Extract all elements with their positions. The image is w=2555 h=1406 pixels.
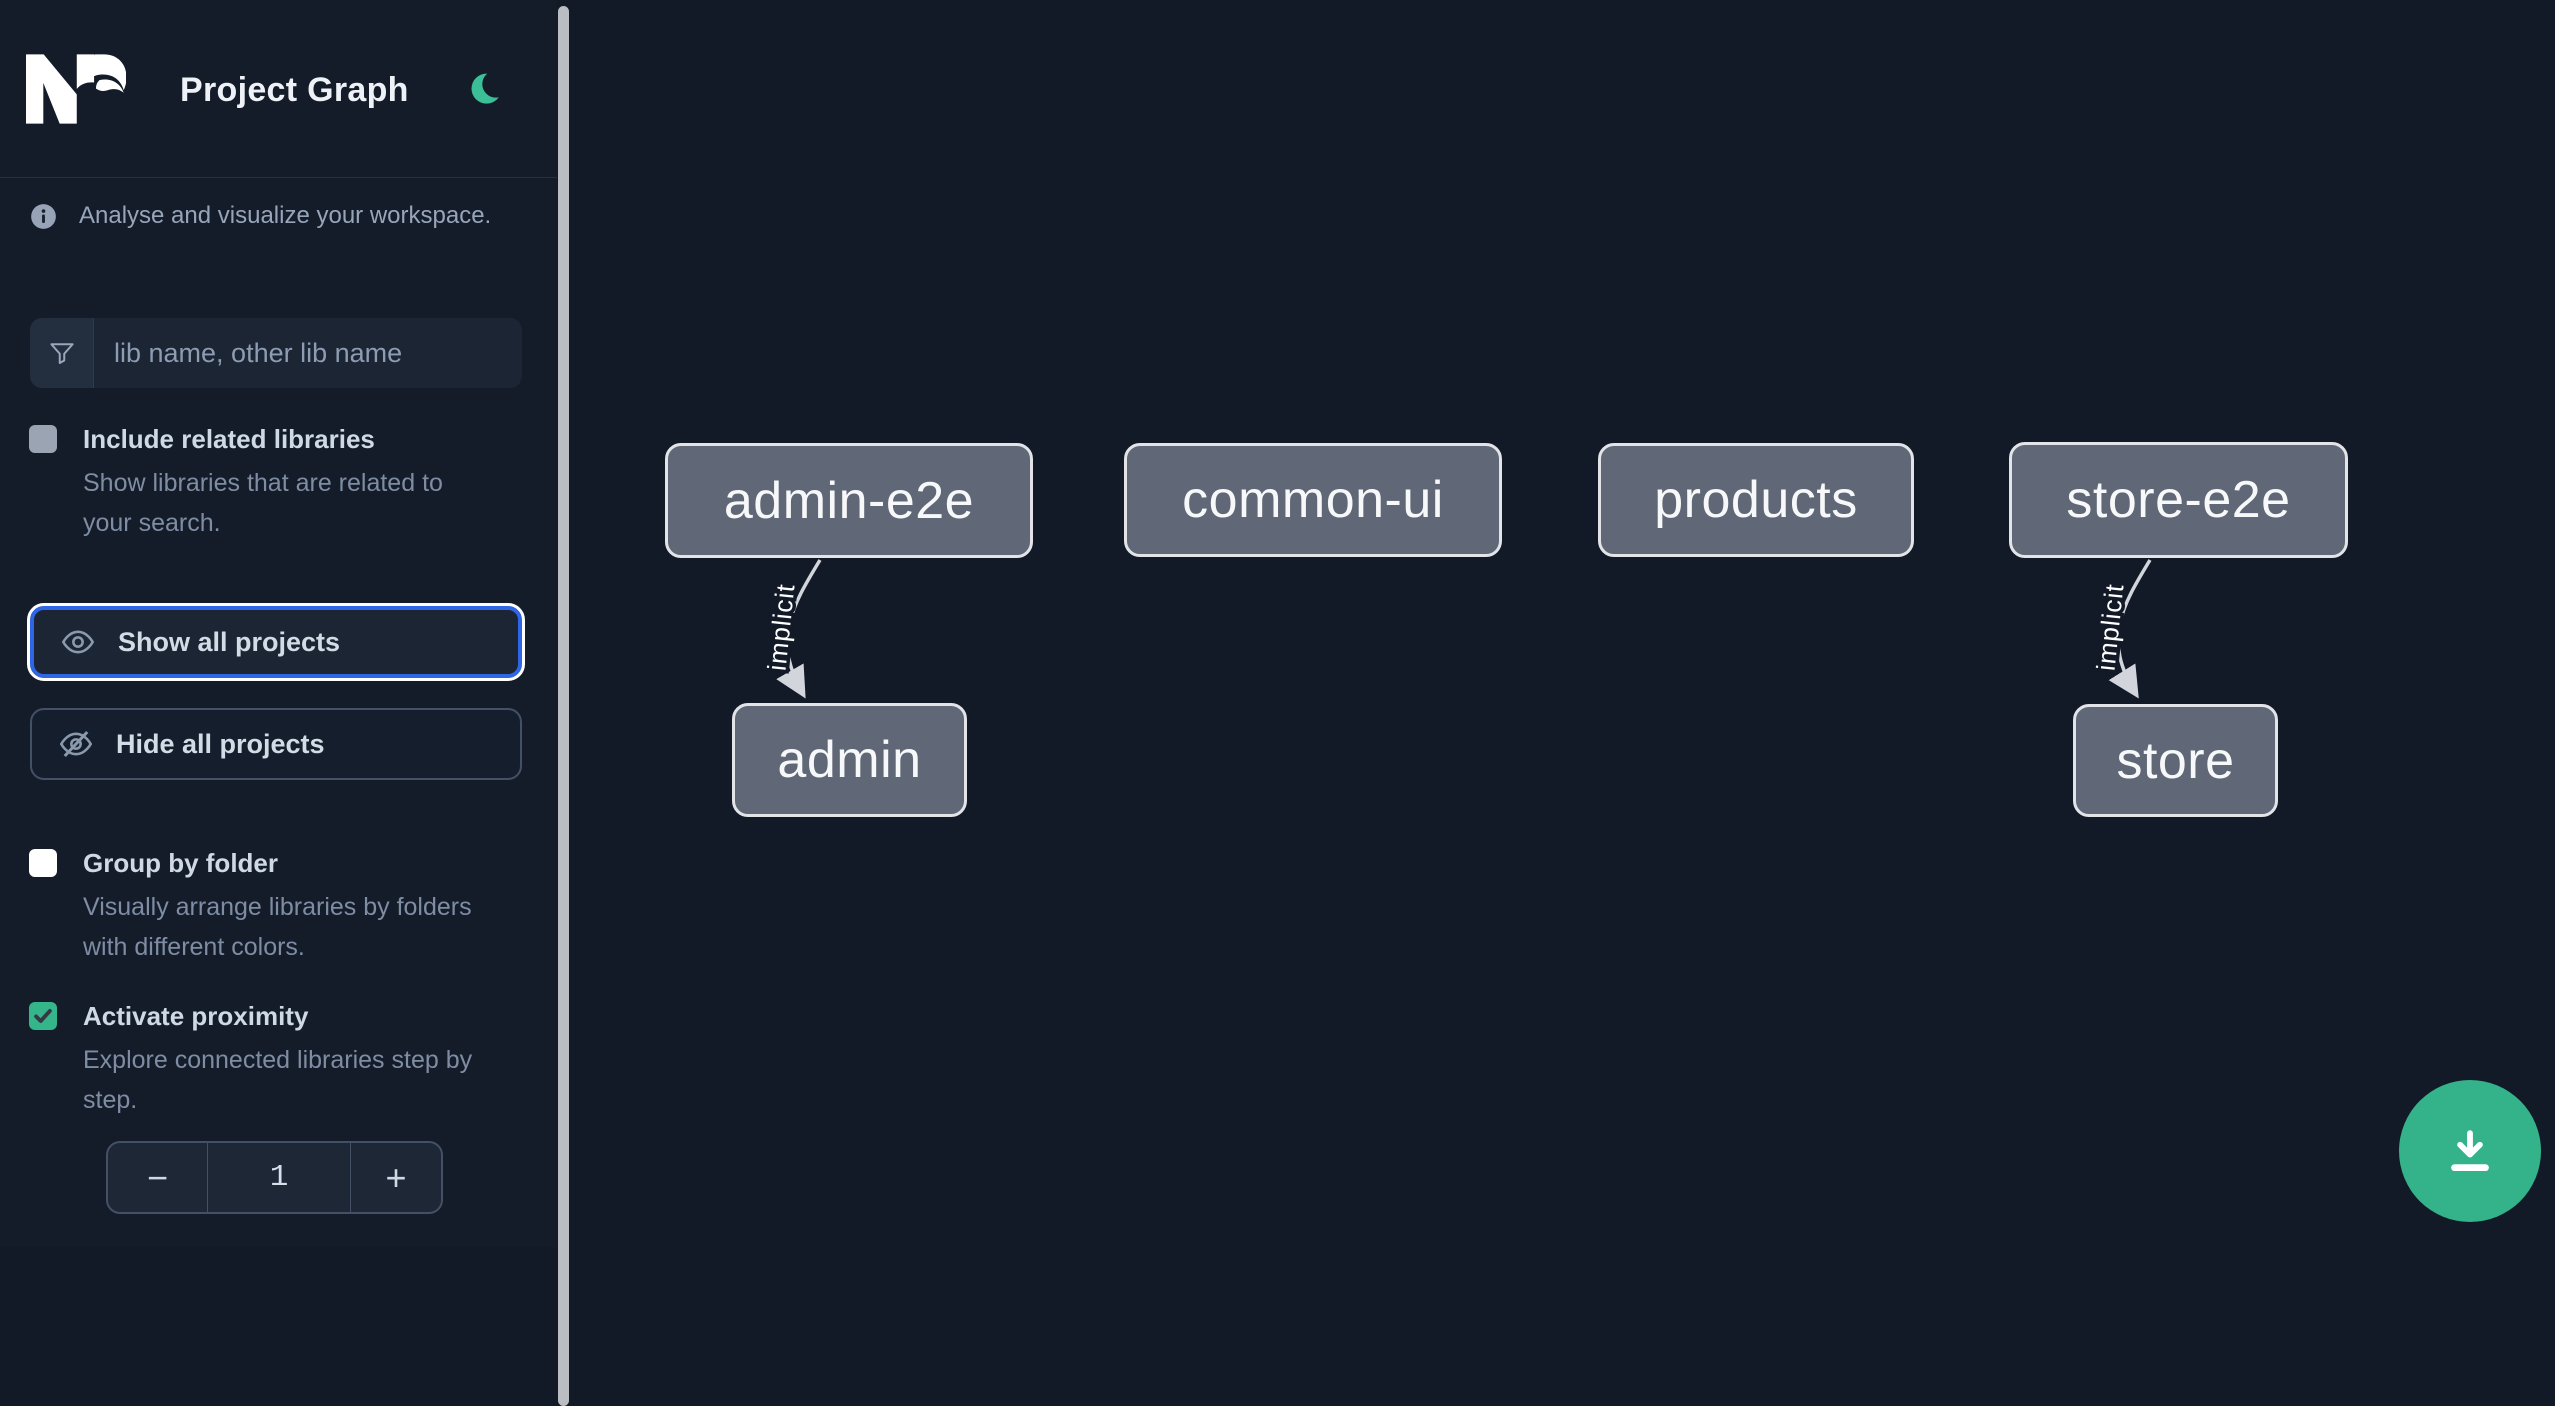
- download-graph-button[interactable]: [2399, 1080, 2541, 1222]
- group-by-folder-checkbox[interactable]: [29, 849, 57, 877]
- toggle-description: Show libraries that are related to your …: [83, 469, 443, 537]
- graph-node-store-e2e[interactable]: store-e2e: [2009, 442, 2348, 558]
- graph-node-common-ui[interactable]: common-ui: [1124, 443, 1502, 557]
- info-icon: [31, 203, 56, 229]
- page-title: Project Graph: [180, 71, 409, 109]
- funnel-icon: [30, 318, 94, 388]
- search-input[interactable]: [94, 318, 522, 388]
- toggle-label: Group by folder: [83, 848, 278, 878]
- increment-button[interactable]: +: [385, 1156, 407, 1198]
- download-icon: [2451, 1130, 2489, 1172]
- graph-node-admin-e2e[interactable]: admin-e2e: [665, 443, 1033, 558]
- graph-node-products[interactable]: products: [1598, 443, 1914, 557]
- toggle-include-related: Include related libraries Show libraries…: [29, 424, 529, 543]
- sidebar: Project Graph Analyse and visualize your…: [0, 0, 557, 1247]
- toggle-description: Visually arrange libraries by folders wi…: [83, 893, 472, 961]
- sidebar-scrollbar-track: [557, 0, 570, 1406]
- show-all-projects-label: Show all projects: [118, 626, 341, 657]
- include-related-checkbox[interactable]: [29, 425, 57, 453]
- nx-logo-icon: [26, 54, 126, 124]
- theme-toggle-moon-icon[interactable]: [470, 70, 506, 106]
- graph-node-admin[interactable]: admin: [732, 703, 967, 817]
- depth-value[interactable]: 1: [208, 1143, 351, 1212]
- filter-search: [30, 318, 522, 388]
- check-icon: [34, 1009, 52, 1023]
- proximity-depth-stepper: − 1 +: [106, 1141, 443, 1214]
- toggle-label: Include related libraries: [83, 424, 375, 454]
- toggle-description: Explore connected libraries step by step…: [83, 1046, 473, 1114]
- toggle-label: Activate proximity: [83, 1001, 309, 1031]
- hide-all-projects-label: Hide all projects: [116, 728, 325, 759]
- graph-node-store[interactable]: store: [2073, 704, 2278, 817]
- sidebar-header: Project Graph: [0, 0, 557, 178]
- eye-slash-icon: [59, 730, 93, 758]
- toggle-group-by-folder: Group by folder Visually arrange librari…: [29, 848, 529, 967]
- hide-all-projects-button[interactable]: Hide all projects: [30, 708, 522, 780]
- workspace-info-text: Analyse and visualize your workspace.: [79, 202, 492, 229]
- show-all-projects-button[interactable]: Show all projects: [27, 603, 525, 681]
- activate-proximity-checkbox[interactable]: [29, 1002, 57, 1030]
- toggle-activate-proximity: Activate proximity Explore connected lib…: [29, 1001, 529, 1120]
- workspace-info-row: Analyse and visualize your workspace.: [30, 202, 491, 230]
- sidebar-scrollbar-thumb[interactable]: [558, 6, 569, 1406]
- project-graph-canvas[interactable]: [570, 0, 2555, 1247]
- decrement-button[interactable]: −: [108, 1143, 208, 1212]
- eye-icon: [61, 630, 95, 654]
